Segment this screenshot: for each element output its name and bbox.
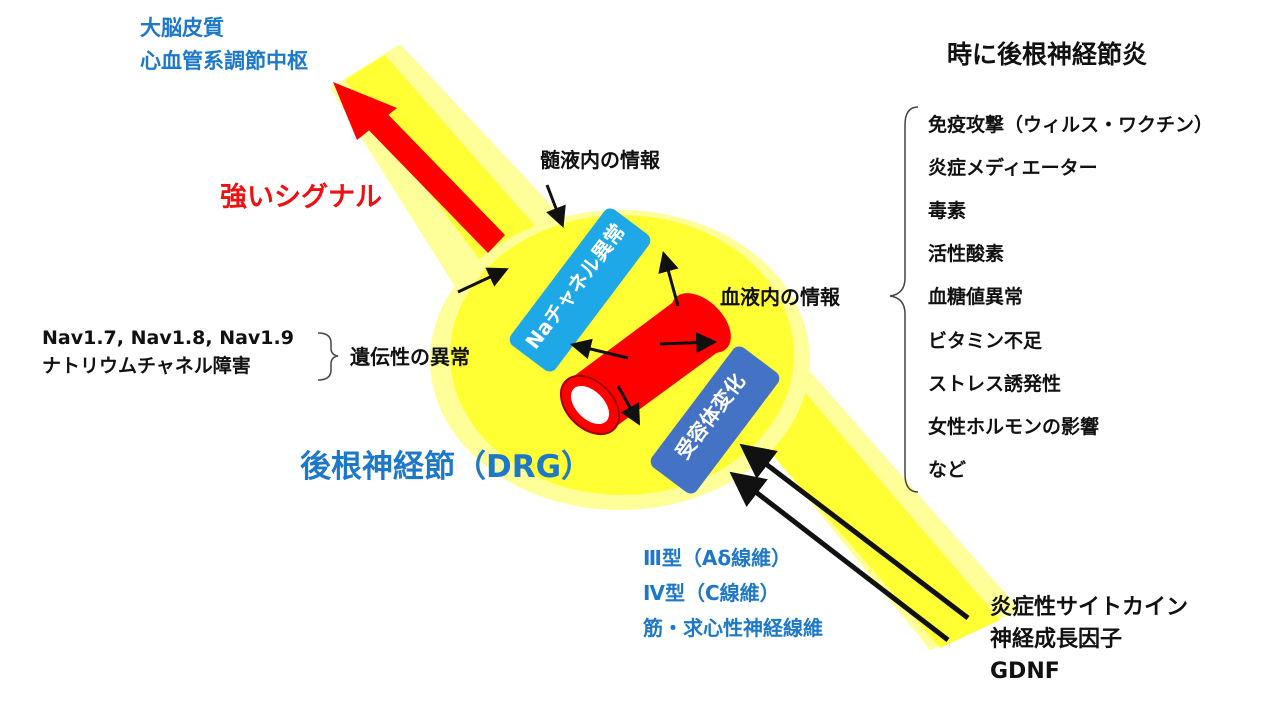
lower-nerve-inner: [730, 375, 1000, 648]
ganglionitis-item: 免疫攻撃（ウィルス・ワクチン）: [928, 114, 1214, 136]
fiber-type-2: Ⅳ型（C線維）: [643, 581, 780, 605]
ganglionitis-item: 毒素: [928, 200, 967, 222]
vessel-up-arrow: [658, 250, 680, 307]
ganglionitis-item: 炎症メディエーター: [928, 157, 1098, 179]
fiber-type-1: Ⅲ型（Aδ線維）: [643, 546, 792, 570]
ganglionitis-title: 時に後根神経節炎: [947, 40, 1148, 69]
ganglionitis-item: ストレス誘発性: [928, 373, 1062, 395]
strong-signal-label: 強いシグナル: [220, 182, 382, 213]
drg-label: 後根神経節（DRG）: [300, 449, 593, 485]
genetic-variant-1: Nav1.7, Nav1.8, Nav1.9: [42, 327, 294, 349]
factor-3: GDNF: [990, 659, 1060, 684]
fiber-type-3: 筋・求心性神経線維: [643, 616, 823, 640]
ganglionitis-item: 活性酸素: [928, 243, 1005, 265]
factor-2: 神経成長因子: [990, 627, 1123, 652]
ganglionitis-item: 女性ホルモンの影響: [928, 416, 1100, 438]
ganglionitis-item: ビタミン不足: [928, 330, 1043, 352]
genetic-brace: [317, 332, 339, 381]
ganglionitis-item: 血糖値異常: [928, 286, 1024, 308]
blood-info-label: 血液内の情報: [720, 285, 840, 309]
left-input-arrow: [457, 267, 509, 294]
vessel-right-arrow: [659, 332, 718, 354]
vessel-left-arrow: [569, 338, 629, 360]
blood-vessel: [559, 293, 731, 436]
factor-1: 炎症性サイトカイン: [990, 595, 1189, 620]
csf-info-label: 髄液内の情報: [540, 148, 660, 172]
genetic-variant-2: ナトリウムチャネル障害: [42, 355, 251, 377]
afferent-arrow-1: [739, 443, 970, 620]
ganglionitis-brace: [889, 106, 919, 493]
receptor-box-shape: [650, 346, 780, 494]
brain-target-line2: 心血管系調節中枢: [140, 49, 308, 73]
genetic-label: 遺伝性の異常: [350, 345, 470, 369]
na-channel-box-shape: [509, 208, 651, 372]
brain-target-line1: 大脳皮質: [140, 16, 224, 40]
ganglionitis-item: など: [928, 459, 967, 481]
vessel-down-arrow: [616, 385, 641, 426]
afferent-arrow-2: [729, 471, 950, 642]
strong-signal-arrow: [333, 82, 505, 253]
csf-arrow: [545, 184, 566, 228]
